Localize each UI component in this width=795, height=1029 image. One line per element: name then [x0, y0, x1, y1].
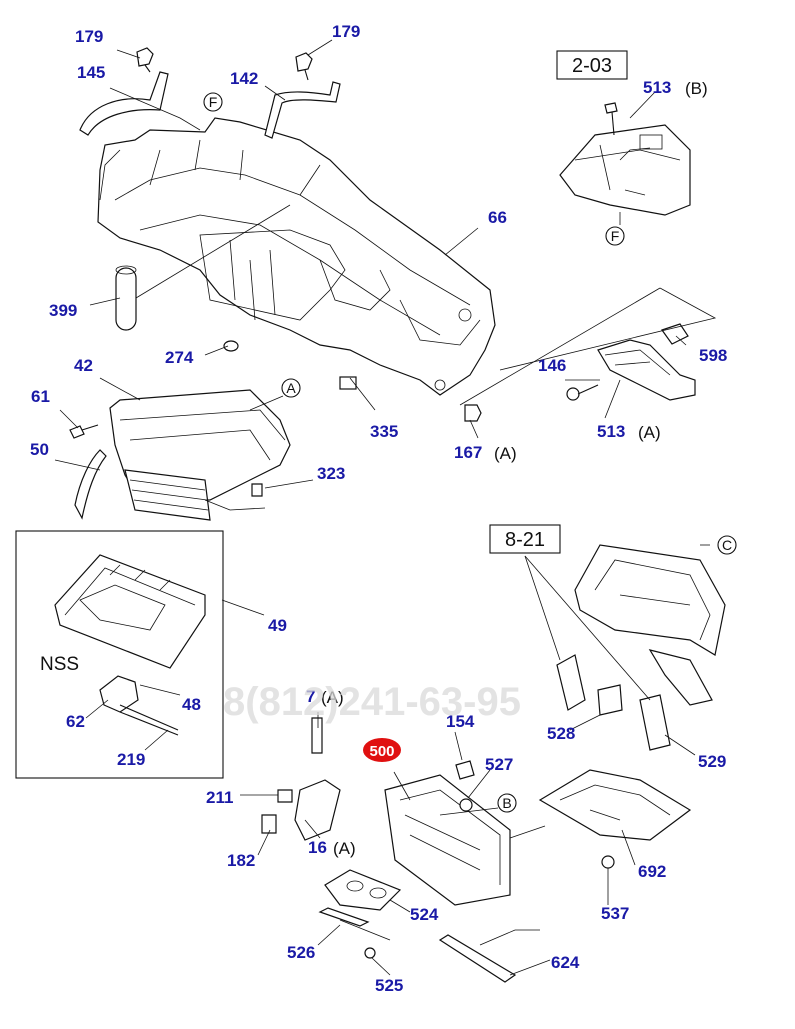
part-50[interactable]: 50 — [30, 440, 49, 459]
part-167-suffix: (A) — [494, 444, 517, 463]
part-167[interactable]: 167 — [454, 443, 482, 462]
svg-text:F: F — [209, 94, 218, 110]
part-513a-suffix: (A) — [638, 423, 661, 442]
nss-label: NSS — [40, 654, 79, 675]
leader-lines — [54, 39, 717, 976]
bolts-and-brackets-top — [79, 47, 341, 139]
part-42[interactable]: 42 — [74, 356, 93, 375]
part-527[interactable]: 527 — [485, 755, 513, 774]
svg-text:2-03: 2-03 — [572, 55, 612, 77]
nss-inset-box — [15, 530, 224, 779]
ref-circle-b[interactable]: B — [497, 793, 517, 813]
part-154[interactable]: 154 — [446, 712, 475, 731]
part-335[interactable]: 335 — [370, 422, 398, 441]
part-399[interactable]: 399 — [49, 301, 77, 320]
part-513b[interactable]: 513 — [643, 78, 671, 97]
part-513b-suffix: (B) — [685, 79, 708, 98]
instrument-panel-frame — [97, 117, 496, 396]
part-500-highlighted[interactable]: 500 — [363, 738, 401, 762]
part-323[interactable]: 323 — [317, 464, 345, 483]
ref-circle-c[interactable]: C — [717, 535, 737, 555]
svg-text:B: B — [502, 795, 511, 811]
part-525[interactable]: 525 — [375, 976, 403, 995]
part-537[interactable]: 537 — [601, 904, 629, 923]
ref-circle-a[interactable]: A — [281, 378, 301, 398]
part-598[interactable]: 598 — [699, 346, 727, 365]
svg-text:C: C — [722, 537, 732, 553]
part-692[interactable]: 692 — [638, 862, 666, 881]
svg-text:F: F — [611, 228, 620, 244]
part-145[interactable]: 145 — [77, 63, 105, 82]
part-179-left[interactable]: 179 — [75, 27, 103, 46]
part-524[interactable]: 524 — [410, 905, 439, 924]
part-7-suffix: (A) — [321, 688, 344, 707]
part-219[interactable]: 219 — [117, 750, 145, 769]
part-179-right[interactable]: 179 — [332, 22, 360, 41]
part-49[interactable]: 49 — [268, 616, 287, 635]
part-182[interactable]: 182 — [227, 851, 255, 870]
bracket-513a — [566, 323, 696, 401]
section-ref-2-03[interactable]: 2-03 — [556, 50, 628, 80]
part-16-suffix: (A) — [333, 839, 356, 858]
ref-circle-f-top[interactable]: F — [203, 92, 223, 112]
glove-box-42 — [69, 340, 482, 521]
part-513a[interactable]: 513 — [597, 422, 625, 441]
part-142[interactable]: 142 — [230, 69, 258, 88]
part-16[interactable]: 16 — [308, 838, 327, 857]
ref-circle-f-bracket[interactable]: F — [605, 226, 625, 246]
phone-watermark: 8(812)241-63-95 — [223, 680, 521, 724]
svg-text:A: A — [286, 380, 296, 396]
part-274[interactable]: 274 — [165, 348, 194, 367]
part-62[interactable]: 62 — [66, 712, 85, 731]
part-528[interactable]: 528 — [547, 724, 575, 743]
part-624[interactable]: 624 — [551, 953, 580, 972]
part-526[interactable]: 526 — [287, 943, 315, 962]
part-48[interactable]: 48 — [182, 695, 201, 714]
part-146[interactable]: 146 — [538, 356, 566, 375]
svg-text:8-21: 8-21 — [505, 529, 545, 551]
svg-text:500: 500 — [369, 743, 394, 760]
part-61[interactable]: 61 — [31, 387, 50, 406]
part-211[interactable]: 211 — [206, 788, 233, 807]
bracket-513b — [559, 102, 691, 216]
part-529[interactable]: 529 — [698, 752, 726, 771]
lower-panel-parts — [261, 544, 726, 983]
section-ref-8-21[interactable]: 8-21 — [489, 524, 561, 554]
part-66[interactable]: 66 — [488, 208, 507, 227]
part-7[interactable]: 7 — [306, 687, 315, 706]
